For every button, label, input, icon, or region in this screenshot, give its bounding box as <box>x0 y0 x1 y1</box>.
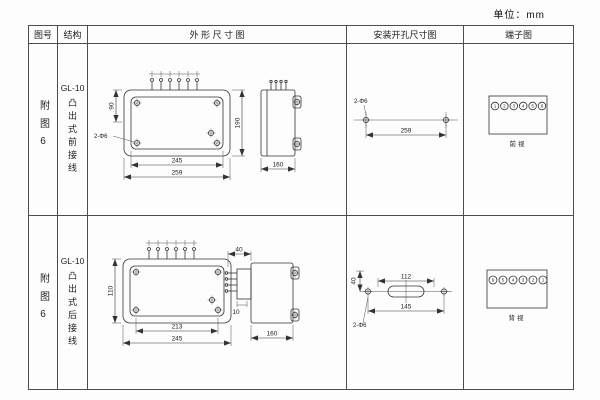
terminal-cell: 6 5 4 3 2 1 背视 <box>463 215 574 390</box>
terminal-pin: 4 <box>522 103 525 108</box>
terminal-pin: 6 <box>541 103 544 108</box>
terminal-pin: 3 <box>522 277 525 282</box>
spec-table: 图号 结构 外 形 尺 寸 图 安装开孔尺寸图 端子图 附图6 GL-10 凸出… <box>28 25 574 390</box>
dim-vertical: 40 <box>350 277 357 285</box>
terminal-pin: 5 <box>502 277 505 282</box>
structure-name: 凸出式后接线 <box>67 271 77 349</box>
structure-code: GL-10 <box>60 83 85 93</box>
dim-height-top: 90 <box>108 102 115 110</box>
hole-note: 2-Φ6 <box>94 134 108 140</box>
terminal-pin: 1 <box>494 103 497 108</box>
side-view-drawing: 160 <box>260 79 302 172</box>
header-terminal: 端子图 <box>463 25 574 44</box>
terminal-pin: 5 <box>531 103 534 108</box>
outline-cell: 213 245 110 <box>87 215 347 390</box>
outline-diagram-rear-wiring: 213 245 110 <box>107 239 300 346</box>
hole-note: 2-Φ6 <box>354 99 368 105</box>
figure-no: 附图6 <box>37 99 49 155</box>
figure-no: 附图6 <box>37 272 49 328</box>
dim-slot-span: 112 <box>400 273 411 280</box>
front-view-drawing <box>122 239 231 323</box>
dim-height: 110 <box>107 285 114 296</box>
terminal-pin: 2 <box>532 277 535 282</box>
install-cell: 112 145 40 2-Φ6 <box>346 215 464 390</box>
install-diagram-rear-wiring: 112 145 40 2-Φ6 <box>350 270 452 329</box>
table-row: 附图6 GL-10 凸出式后接线 <box>28 215 574 390</box>
hole-note: 2-Φ6 <box>353 323 367 329</box>
terminal-pin: 3 <box>513 103 516 108</box>
dim-width-outer: 245 <box>171 335 182 342</box>
header-row: 图号 结构 外 形 尺 寸 图 安装开孔尺寸图 端子图 <box>28 25 574 44</box>
dim-stud-length: 40 <box>235 246 243 253</box>
structure-cell: GL-10 凸出式后接线 <box>57 215 88 390</box>
unit-label: 单位：mm <box>493 10 545 21</box>
terminal-studs <box>145 239 197 259</box>
dim-hole-span: 145 <box>400 303 411 310</box>
dim-width-outer: 259 <box>171 169 182 176</box>
terminal-pin: 6 <box>492 277 495 282</box>
table-row: 附图6 GL-10 凸出式前接线 <box>28 43 574 216</box>
install-diagram-front-wiring: 259 2-Φ6 <box>353 99 458 138</box>
dim-height: 190 <box>234 117 241 128</box>
side-view-drawing: 40 10 160 <box>224 246 300 341</box>
dim-width-inner: 245 <box>171 157 182 164</box>
terminal-pin: 2 <box>503 103 506 108</box>
dim-width-inner: 213 <box>171 323 182 330</box>
install-cell: 259 2-Φ6 <box>346 43 464 216</box>
terminal-cell: 1 2 3 4 5 6 前视 <box>463 43 574 216</box>
structure-cell: GL-10 凸出式前接线 <box>57 43 88 216</box>
terminal-pin: 1 <box>542 277 545 282</box>
header-figure-no: 图号 <box>28 25 58 44</box>
dim-depth: 160 <box>272 161 283 168</box>
terminal-diagram-rear: 6 5 4 3 2 1 背视 <box>486 269 548 322</box>
terminal-pin: 4 <box>512 277 515 282</box>
header-outline: 外 形 尺 寸 图 <box>87 25 347 44</box>
structure-code: GL-10 <box>60 256 85 266</box>
terminal-diagram-front: 1 2 3 4 5 6 前视 <box>488 95 548 148</box>
dim-stud-offset: 10 <box>232 309 240 316</box>
front-view-dimensions: 213 245 110 <box>107 258 231 346</box>
front-view-dimensions: 245 259 190 90 2-Φ6 <box>94 89 245 180</box>
figure-no-cell: 附图6 <box>28 43 58 216</box>
outline-cell: 245 259 190 90 2-Φ6 <box>87 43 347 216</box>
terminal-caption: 背视 <box>509 313 526 322</box>
figure-no-cell: 附图6 <box>28 215 58 390</box>
terminal-caption: 前视 <box>510 139 527 148</box>
outline-diagram-front-wiring: 245 259 190 90 2-Φ6 <box>94 70 302 180</box>
dim-depth: 160 <box>266 330 277 337</box>
structure-name: 凸出式前接线 <box>67 98 77 176</box>
dim-hole-span: 259 <box>400 127 411 134</box>
terminal-studs <box>148 70 200 90</box>
header-install: 安装开孔尺寸图 <box>346 25 464 44</box>
header-structure: 结构 <box>57 25 88 44</box>
front-view-drawing <box>123 70 230 156</box>
